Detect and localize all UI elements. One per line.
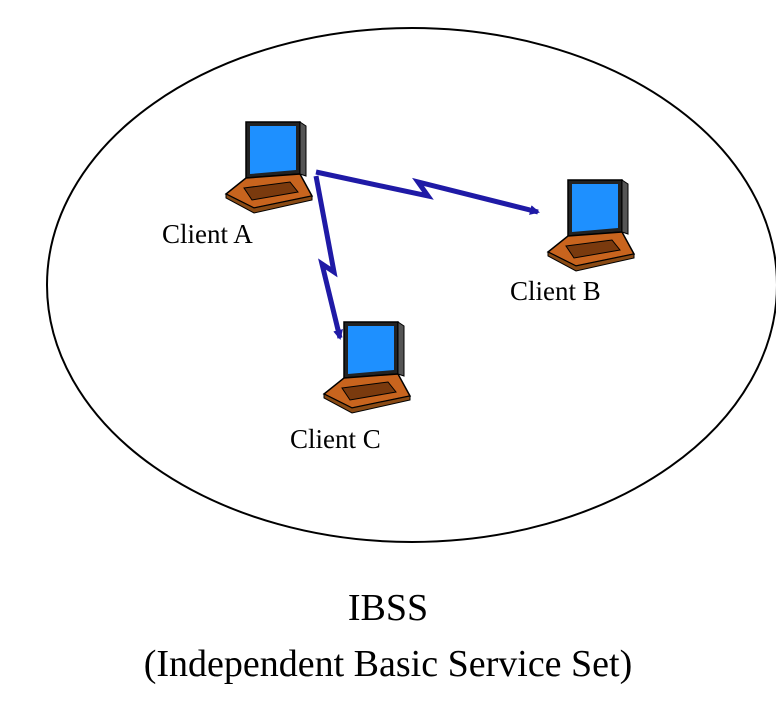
client-a-laptop-icon (225, 121, 313, 214)
client-c: Client C (290, 321, 411, 454)
link-a-to-b (315, 169, 540, 215)
client-b-label: Client B (510, 276, 601, 306)
caption-title: IBSS (347, 587, 429, 629)
client-c-label: Client C (290, 424, 381, 454)
client-b: Client B (510, 179, 635, 306)
caption-subtitle: (Independent Basic Service Set) (143, 643, 633, 685)
client-a-label: Client A (162, 219, 253, 249)
client-b-laptop-icon (547, 179, 635, 272)
ibss-diagram: Client A Client B Client C (46, 27, 776, 543)
client-a: Client A (162, 121, 313, 249)
network-boundary-ellipse (46, 27, 776, 543)
link-a-to-c (313, 175, 343, 340)
